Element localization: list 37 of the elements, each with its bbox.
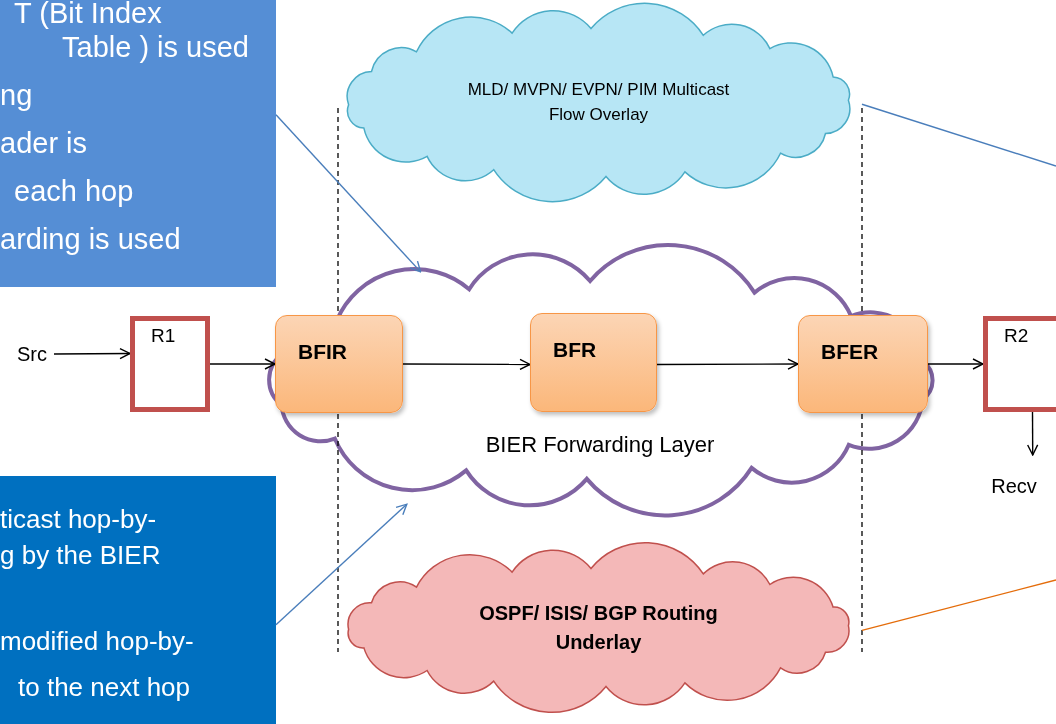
router-label: BFIR [298, 340, 347, 364]
callout-text: each hop [14, 174, 134, 209]
callout-text: modified hop-by- [0, 626, 194, 658]
arrow [927, 358, 984, 370]
cloud-label: MLD/ MVPN/ EVPN/ PIM Multicast Flow Overlay [466, 78, 731, 126]
cloud-label: BIER Forwarding Layer [485, 431, 715, 460]
router-label: BFR [553, 338, 597, 362]
callout-box [0, 0, 276, 287]
cloud-label: OSPF/ ISIS/ BGP Routing Underlay [478, 600, 719, 655]
router-label: R1 [151, 325, 176, 347]
router-box [798, 315, 928, 413]
callout-text: g by the BIER [0, 540, 161, 572]
node-label: Recv [991, 474, 1037, 498]
callout-text: ticast hop-by- [0, 504, 157, 536]
leader-line [861, 579, 1056, 632]
callout-text: T (Bit Index [14, 0, 162, 31]
router-box [130, 316, 210, 412]
router-box [275, 315, 403, 413]
arrow [402, 358, 531, 371]
callout-text: Table ) is used [62, 30, 249, 65]
callout-text: ader is [0, 126, 88, 161]
arrow [209, 358, 276, 370]
leader-arrow [275, 114, 422, 273]
leader-arrow [275, 503, 408, 626]
node-label: Src [17, 342, 47, 366]
router-label: BFER [821, 340, 879, 364]
router-box [983, 316, 1056, 412]
callout-box [0, 476, 276, 724]
leader-line [861, 103, 1056, 167]
callout-text: to the next hop [18, 672, 191, 704]
callout-text: ng [0, 78, 33, 113]
arrow [53, 347, 131, 360]
callout-text: arding is used [0, 222, 181, 257]
router-label: R2 [1004, 325, 1029, 347]
arrow [1026, 411, 1039, 456]
router-box [530, 313, 657, 412]
arrow [656, 358, 799, 370]
